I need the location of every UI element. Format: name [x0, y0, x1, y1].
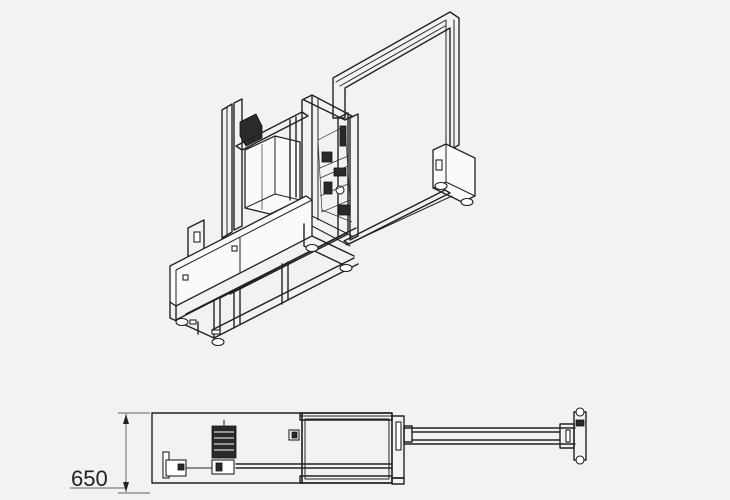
dimension-650: 650	[70, 412, 150, 494]
control-cabinet	[244, 135, 301, 215]
isometric-view	[169, 11, 476, 347]
plan-bracket	[288, 429, 300, 441]
plan-table	[151, 412, 393, 484]
rear-posts	[221, 98, 263, 239]
strapping-mechanism	[317, 125, 353, 223]
plan-dispenser	[211, 419, 237, 475]
extension-arm	[343, 189, 453, 246]
sealing-head	[432, 143, 476, 207]
dimension-label: 650	[71, 466, 108, 491]
plan-view: 650	[70, 407, 587, 494]
plan-guide-rails	[235, 463, 393, 469]
plan-column-and-arm	[391, 415, 576, 485]
plan-sealing-head	[559, 407, 587, 465]
gantry-arch	[332, 11, 460, 151]
base-frame	[169, 195, 359, 347]
plan-control-box	[162, 451, 213, 479]
